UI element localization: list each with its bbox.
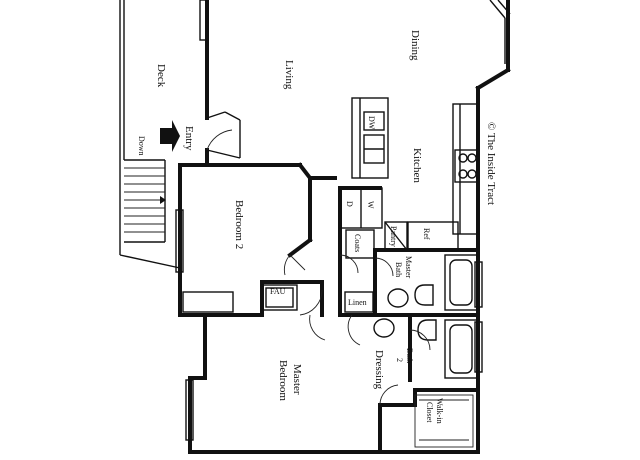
- label-living: Living: [283, 60, 295, 90]
- label-master-bedroom-1: Master: [291, 364, 303, 395]
- label-pantry: Pantry: [389, 226, 398, 247]
- bath-fixtures: [261, 254, 478, 379]
- entry-door: [160, 111, 241, 159]
- deck-and-stairs: [119, 0, 181, 269]
- label-bath2-1: Bath: [405, 348, 414, 363]
- label-dw: DW: [367, 116, 376, 130]
- label-master-bath-1: Master: [404, 256, 413, 279]
- label-dining: Dining: [409, 30, 421, 61]
- label-ref: Ref: [422, 228, 431, 240]
- label-walkin-2: Closet: [425, 402, 434, 423]
- label-walkin-1: Walk-in: [435, 398, 444, 424]
- exterior-walls: [178, 0, 511, 454]
- label-deck: Deck: [155, 64, 167, 88]
- copyright-text: © The Inside Tract: [485, 122, 497, 205]
- interior-doors: [182, 254, 474, 448]
- label-w: W: [366, 201, 375, 209]
- label-entry: Entry: [183, 126, 195, 151]
- entry-arrow-icon: [160, 120, 180, 152]
- label-down: Down: [137, 136, 146, 156]
- windows: [175, 0, 511, 441]
- laundry-coats: [339, 187, 383, 274]
- label-fau: FAU: [270, 287, 286, 296]
- label-master-bath-2: Bath: [394, 262, 403, 277]
- label-kitchen: Kitchen: [411, 148, 423, 183]
- label-dressing: Dressing: [373, 350, 385, 390]
- kitchen-counters: [351, 97, 479, 251]
- label-bedroom-2: Bedroom 2: [233, 200, 245, 249]
- label-bath2-2: 2: [395, 358, 404, 362]
- label-linen: Linen: [348, 298, 367, 307]
- label-coats: Coats: [353, 234, 362, 252]
- label-master-bedroom-2: Bedroom: [277, 360, 289, 401]
- label-d: D: [345, 201, 354, 207]
- room-labels: Deck Living Dining Kitchen Entry Down Be…: [137, 30, 497, 424]
